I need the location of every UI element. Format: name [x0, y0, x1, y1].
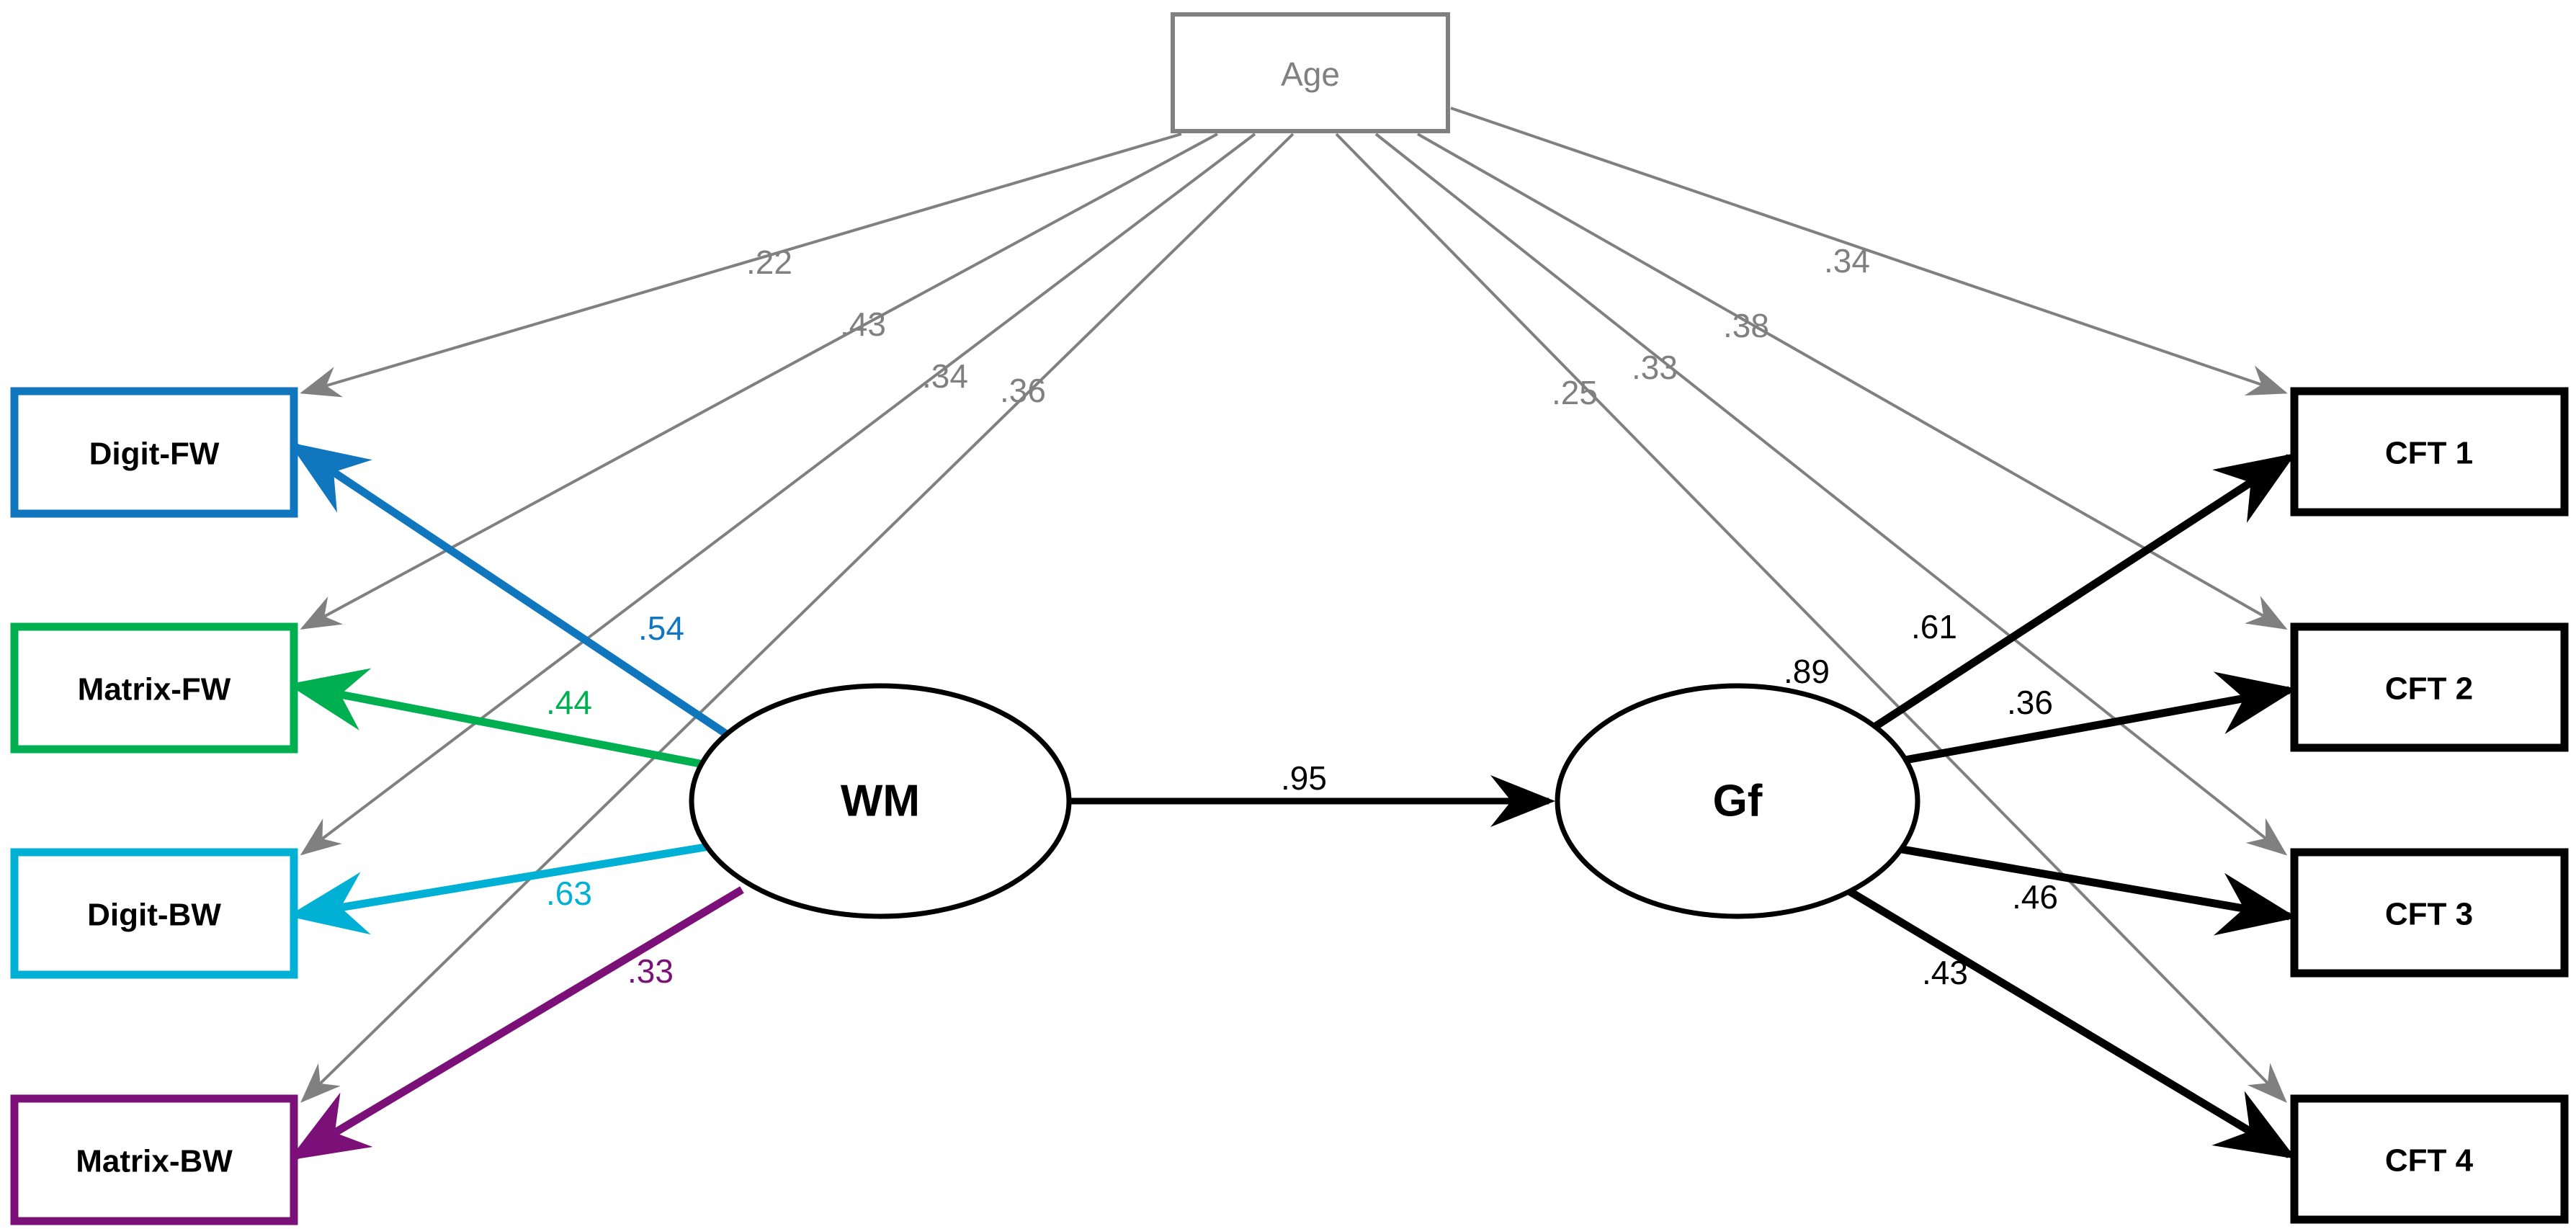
node-matrix-fw-label: Matrix-FW — [78, 672, 231, 707]
coef-age-cft-1: .34 — [1824, 242, 1870, 280]
node-digit-bw[interactable]: Digit-BW — [10, 848, 298, 979]
age-path-group-left — [300, 133, 1294, 1103]
path-age-to-digit-bw — [300, 133, 1256, 856]
path-age-to-cft-2 — [1417, 133, 2288, 630]
coef-age-cft-2: .38 — [1723, 307, 1769, 344]
coef-gf-cft-4: .43 — [1922, 954, 1968, 991]
coef-gf-cft-1: .61 — [1911, 608, 1957, 645]
node-matrix-fw[interactable]: Matrix-FW — [10, 622, 298, 754]
path-age-to-matrix-fw — [300, 133, 1218, 630]
path-gf-to-cft-2 — [1877, 671, 2297, 769]
coef-wm-matrix-bw: .33 — [627, 952, 674, 990]
node-cft-1-rect[interactable] — [2290, 387, 2569, 517]
node-cft-1[interactable]: CFT 1 — [2290, 387, 2569, 517]
path-gf-to-cft-4 — [1836, 881, 2297, 1159]
node-age-label: Age — [1281, 55, 1340, 93]
node-cft-1-label: CFT 1 — [2385, 436, 2473, 471]
node-matrix-bw[interactable]: Matrix-BW — [10, 1094, 298, 1225]
coef-age-cft-4: .25 — [1552, 374, 1598, 411]
path-age-to-matrix-bw — [300, 133, 1294, 1103]
path-wm-to-matrix-fw — [287, 668, 709, 769]
coef-gf-cft-3: .46 — [2012, 878, 2058, 916]
coef-wm-to-gf: .95 — [1281, 759, 1327, 797]
wm-loading-path-group — [287, 442, 744, 1161]
node-wm[interactable]: WM — [689, 683, 1072, 919]
path-gf-to-cft-1 — [1849, 453, 2297, 746]
path-age-to-cft-3 — [1374, 133, 2288, 856]
node-cft-4[interactable]: CFT 4 — [2290, 1094, 2569, 1224]
coef-wm-digit-fw: .54 — [638, 609, 684, 647]
age-path-group-right — [1335, 107, 2288, 1103]
coef-wm-digit-bw: .63 — [546, 875, 592, 912]
node-matrix-fw-rect[interactable] — [10, 622, 298, 754]
path-wm-to-digit-bw — [287, 842, 710, 935]
path-age-to-digit-fw — [300, 133, 1182, 398]
node-matrix-bw-label: Matrix-BW — [76, 1144, 233, 1179]
node-cft-3[interactable]: CFT 3 — [2290, 848, 2569, 978]
node-digit-bw-rect[interactable] — [10, 848, 298, 979]
node-age[interactable]: Age — [1171, 12, 1450, 133]
node-digit-fw-rect[interactable] — [10, 387, 298, 518]
coef-age-matrix-fw: .43 — [840, 305, 886, 343]
node-matrix-bw-rect[interactable] — [10, 1094, 298, 1225]
node-cft-3-label: CFT 3 — [2385, 897, 2473, 932]
node-cft-2[interactable]: CFT 2 — [2290, 622, 2569, 752]
coef-gf-resid: .89 — [1784, 653, 1830, 690]
path-wm-to-digit-fw — [288, 442, 730, 738]
node-wm-ellipse[interactable] — [689, 683, 1072, 919]
path-gf-to-cft-3 — [1872, 840, 2297, 936]
path-age-to-cft-1 — [1450, 107, 2288, 396]
node-age-rect[interactable] — [1171, 12, 1450, 133]
coef-age-digit-fw: .22 — [746, 243, 792, 281]
coef-age-matrix-bw: .36 — [1000, 372, 1046, 409]
node-cft-3-rect[interactable] — [2290, 848, 2569, 978]
node-cft-4-label: CFT 4 — [2385, 1143, 2474, 1179]
coef-age-cft-3: .33 — [1632, 349, 1678, 386]
node-wm-label: WM — [841, 777, 920, 826]
node-cft-2-rect[interactable] — [2290, 622, 2569, 752]
node-gf-label: Gf — [1713, 777, 1763, 826]
gf-loading-path-group — [1836, 453, 2297, 1159]
node-cft-4-rect[interactable] — [2290, 1094, 2569, 1224]
node-gf[interactable]: Gf — [1555, 683, 1920, 919]
node-cft-2-label: CFT 2 — [2385, 671, 2473, 707]
path-wm-to-matrix-bw — [288, 886, 744, 1161]
coef-gf-cft-2: .36 — [2007, 684, 2053, 721]
path-age-to-cft-4 — [1335, 133, 2287, 1103]
coef-age-digit-bw: .34 — [922, 357, 968, 395]
coef-wm-matrix-fw: .44 — [546, 684, 592, 721]
node-digit-bw-label: Digit-BW — [87, 898, 221, 933]
node-digit-fw-label: Digit-FW — [89, 437, 220, 472]
node-gf-ellipse[interactable] — [1555, 683, 1920, 919]
node-digit-fw[interactable]: Digit-FW — [10, 387, 298, 518]
